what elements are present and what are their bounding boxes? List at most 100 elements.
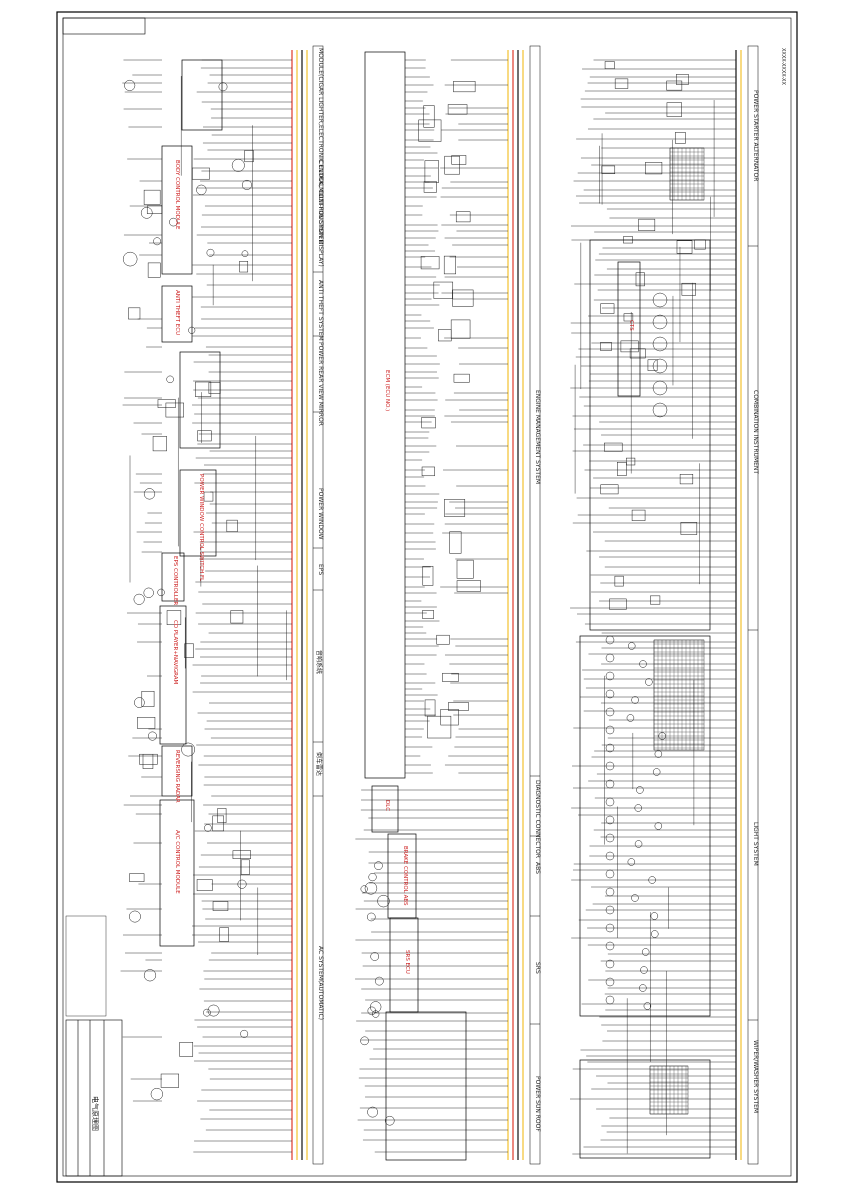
lamp-symbol bbox=[377, 894, 390, 908]
lamp-symbol bbox=[652, 292, 668, 308]
component-symbol bbox=[196, 879, 213, 891]
lamp-symbol bbox=[605, 905, 615, 915]
component-symbol bbox=[443, 255, 456, 275]
lamp-symbol bbox=[605, 941, 615, 951]
band-right bbox=[747, 45, 759, 1165]
lamp-symbol bbox=[204, 824, 212, 832]
component-symbol bbox=[147, 262, 161, 278]
lamp-symbol bbox=[605, 743, 615, 753]
title-block bbox=[65, 915, 123, 1177]
component-symbol bbox=[197, 430, 212, 442]
component-symbol bbox=[420, 256, 440, 270]
lamp-symbol bbox=[652, 314, 668, 330]
lamp-symbol bbox=[605, 959, 615, 969]
band-left bbox=[312, 45, 324, 1165]
lamp-symbol bbox=[218, 82, 228, 92]
component-symbol bbox=[456, 580, 481, 592]
component-symbol bbox=[128, 307, 141, 320]
component-symbol bbox=[422, 565, 434, 586]
lamp-symbol bbox=[140, 207, 153, 219]
lamp-symbol bbox=[650, 912, 659, 920]
lamp-symbol bbox=[605, 851, 615, 861]
component-symbol bbox=[244, 150, 254, 163]
component-symbol bbox=[203, 491, 214, 502]
module-anti-theft: ANTI THEFT ECU bbox=[174, 290, 180, 336]
lamp-symbol bbox=[203, 1008, 211, 1017]
component-symbol bbox=[453, 81, 476, 93]
eps-box bbox=[161, 552, 185, 602]
band-label-abs: ABS bbox=[534, 862, 541, 874]
lamp-symbol bbox=[605, 761, 615, 771]
lamp-symbol bbox=[368, 873, 377, 882]
band-label-rear-mirror: POWER REAR VIEW MIRROR bbox=[317, 342, 324, 426]
component-symbol bbox=[421, 417, 436, 429]
module-abs: BRAKE CONTROL ABS bbox=[402, 846, 408, 906]
component-symbol bbox=[676, 74, 689, 85]
component-symbol bbox=[424, 160, 439, 183]
component-symbol bbox=[638, 218, 656, 232]
lamp-symbol bbox=[241, 250, 249, 258]
inner-frame bbox=[62, 17, 792, 1177]
band-middle bbox=[529, 45, 541, 1165]
band-label-anti-theft: ANTI THEFT SYSTEM bbox=[317, 280, 324, 341]
component-symbol bbox=[424, 699, 436, 717]
lamp-symbol bbox=[636, 786, 644, 794]
band-label-reversing: 倒车雷达 bbox=[315, 752, 322, 777]
lamp-symbol bbox=[641, 948, 650, 956]
component-symbol bbox=[436, 634, 450, 645]
component-symbol bbox=[421, 466, 435, 477]
component-symbol bbox=[449, 531, 462, 554]
band-label-starter: POWER STARTER ALTERNATOR bbox=[752, 90, 759, 182]
lamp-symbol bbox=[645, 678, 653, 686]
lamp-symbol bbox=[643, 1002, 652, 1010]
component-symbol bbox=[444, 499, 466, 517]
component-symbol bbox=[604, 442, 623, 452]
lamp-symbol bbox=[605, 725, 615, 735]
component-symbol bbox=[422, 610, 434, 619]
component-symbol bbox=[650, 595, 661, 605]
module-boxes-right bbox=[579, 147, 711, 1159]
lamp-symbol bbox=[639, 660, 647, 668]
component-symbol bbox=[226, 519, 238, 532]
module-window-switch: POWER WINDOW CONTROL SWITCH FL bbox=[198, 474, 204, 582]
component-symbol bbox=[452, 289, 474, 307]
lamp-symbol bbox=[631, 894, 639, 902]
band-label-light: LIGHT SYSTEM bbox=[752, 822, 759, 866]
component-symbol bbox=[674, 132, 686, 144]
component-symbol bbox=[208, 382, 221, 394]
lamp-symbol bbox=[241, 179, 252, 190]
lamp-symbol bbox=[605, 707, 615, 717]
band-label-eps: EPS bbox=[317, 564, 324, 576]
component-symbol bbox=[617, 461, 627, 476]
lamp-symbol bbox=[196, 184, 207, 195]
power-bus-right bbox=[735, 50, 742, 1160]
lamp-symbol bbox=[654, 750, 663, 758]
component-symbol bbox=[448, 702, 469, 711]
lamp-symbol bbox=[124, 79, 136, 91]
component-symbol bbox=[139, 753, 158, 765]
lamp-symbol bbox=[648, 876, 656, 884]
lamp-symbol bbox=[384, 1115, 395, 1126]
components bbox=[122, 61, 706, 1126]
component-symbol bbox=[453, 373, 470, 383]
light-frame bbox=[579, 635, 711, 1017]
band-label-sunroof: POWER SUN ROOF bbox=[534, 1076, 541, 1132]
lamp-symbol bbox=[367, 1106, 378, 1118]
lamp-symbol bbox=[651, 930, 659, 938]
power-bus-middle bbox=[507, 50, 524, 1160]
component-symbol bbox=[600, 484, 619, 495]
component-symbol bbox=[184, 643, 194, 658]
fuse-grid-1 bbox=[669, 147, 705, 201]
anti-theft-box bbox=[161, 285, 193, 343]
lamp-symbol bbox=[627, 642, 636, 650]
lamp-symbol bbox=[652, 768, 661, 776]
component-symbol bbox=[623, 236, 633, 244]
band-label-ac: AC SYSTEM(AUTOMATIC) bbox=[317, 946, 324, 1021]
band-label-instrument: COMBINATION INSTRUMENT bbox=[752, 390, 759, 475]
band-label-central-control: CENTRAL CONTROL SYSTEM bbox=[317, 160, 324, 245]
component-symbol bbox=[143, 189, 161, 205]
module-boxes-middle bbox=[364, 51, 467, 1161]
band-label-wiper: WIPER/WASHER SYSTEM bbox=[752, 1040, 759, 1114]
component-symbol bbox=[600, 303, 615, 314]
lamp-symbol bbox=[147, 731, 157, 741]
